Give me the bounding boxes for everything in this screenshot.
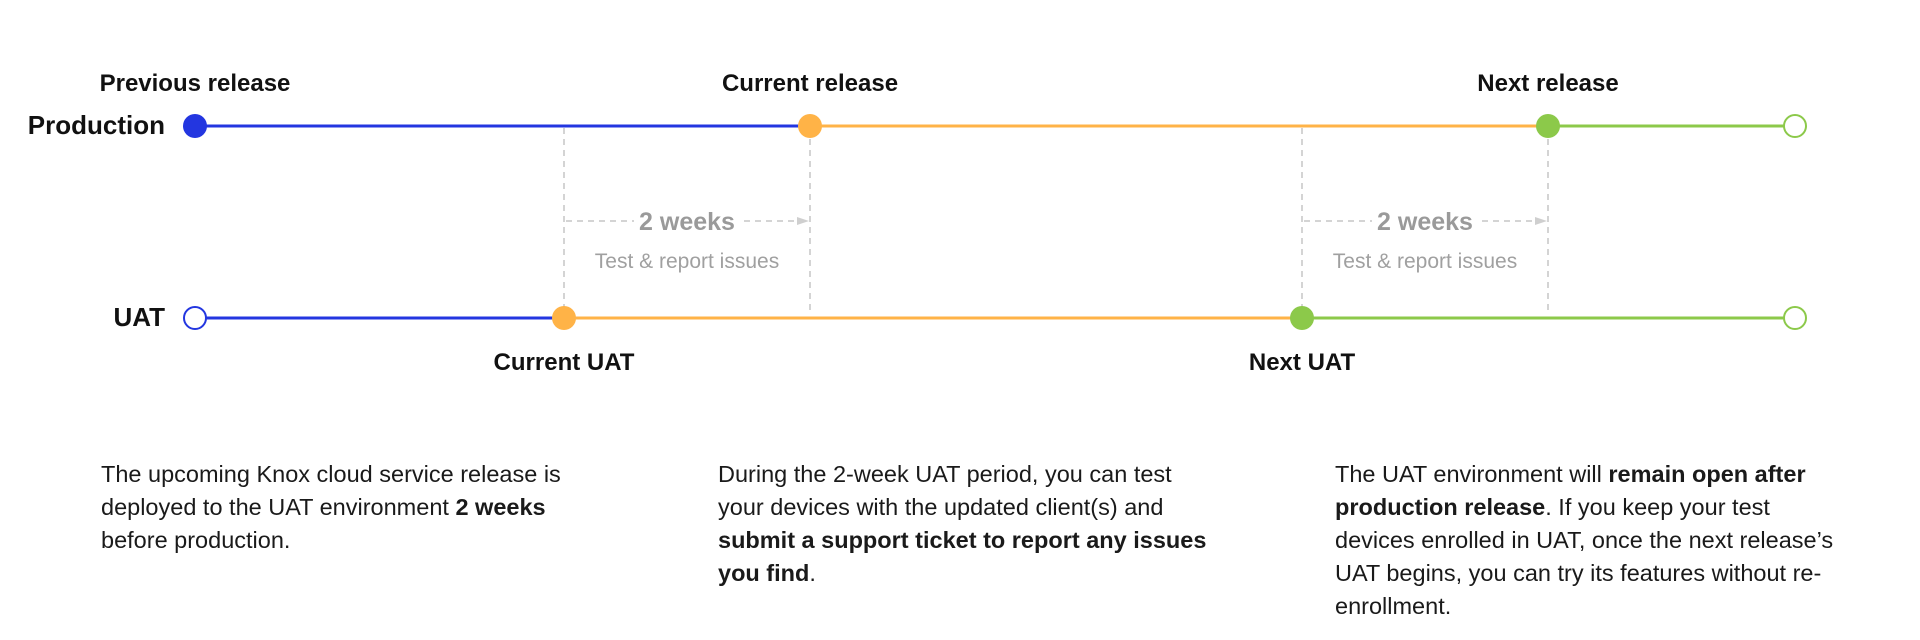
milestone-label-next-uat: Next UAT — [1249, 349, 1356, 376]
interval-duration-label: 2 weeks — [1377, 208, 1473, 236]
description-uat-remains-open: The UAT environment will remain open aft… — [1335, 458, 1855, 623]
description-text: before production. — [101, 527, 291, 553]
previous-release-node — [183, 114, 207, 138]
interval-duration-label: 2 weeks — [639, 208, 735, 236]
uat-end-node — [1783, 306, 1807, 330]
description-uat-testing-period: During the 2-week UAT period, you can te… — [718, 458, 1208, 590]
current-uat-node — [552, 306, 576, 330]
milestone-label-previous-release: Previous release — [100, 70, 291, 97]
row-label-uat: UAT — [113, 302, 165, 332]
milestone-label-current-release: Current release — [722, 70, 898, 97]
description-text: The UAT environment will — [1335, 461, 1609, 487]
row-label-production: Production — [28, 110, 165, 140]
uat-start-node — [183, 306, 207, 330]
description-emphasis: remain open after production release — [1335, 461, 1806, 520]
description-text: The upcoming Knox cloud service release … — [101, 461, 561, 520]
interval-note-label: Test & report issues — [1333, 250, 1517, 273]
next-release-node — [1536, 114, 1560, 138]
production-end-node — [1783, 114, 1807, 138]
current-release-node — [798, 114, 822, 138]
description-emphasis: submit a support ticket to report any is… — [718, 527, 1207, 586]
description-deploy-to-uat: The upcoming Knox cloud service release … — [101, 458, 591, 557]
description-emphasis: 2 weeks — [455, 494, 546, 520]
interval-note-label: Test & report issues — [595, 250, 779, 273]
milestone-label-current-uat: Current UAT — [494, 349, 635, 376]
description-text: . — [809, 560, 816, 586]
description-text: . If you keep your test devices enrolled… — [1335, 494, 1834, 619]
description-text: During the 2-week UAT period, you can te… — [718, 461, 1172, 520]
milestone-label-next-release: Next release — [1477, 70, 1618, 97]
next-uat-node — [1290, 306, 1314, 330]
